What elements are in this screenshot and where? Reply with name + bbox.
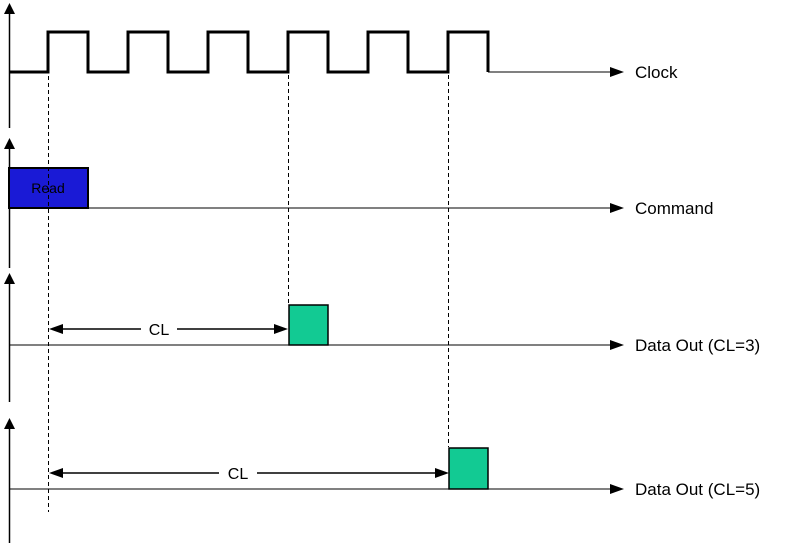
cl3-latency-span-arrow: CL (49, 322, 288, 339)
clock-label: Clock (635, 63, 678, 82)
cl5-latency-span-arrow: CL (49, 466, 449, 483)
command-label: Command (635, 199, 713, 218)
cl5-span-label: CL (228, 466, 249, 483)
right-arrow-icon (610, 67, 624, 77)
dataout-cl5-label: Data Out (CL=5) (635, 480, 760, 499)
y-axis-arrow-icon (4, 273, 15, 284)
right-arrow-icon (610, 203, 624, 213)
dataout-cl3-data-box (288, 304, 329, 346)
row-dataout-cl3: CL Data Out (CL=3) (4, 273, 760, 402)
row-clock: Clock (4, 3, 678, 128)
cl3-span-label: CL (149, 322, 170, 339)
row-command: Read Command (4, 138, 713, 268)
y-axis-arrow-icon (4, 138, 15, 149)
right-arrow-icon (610, 484, 624, 494)
clock-edge-markers (48, 75, 449, 512)
right-arrow-icon (610, 340, 624, 350)
y-axis-arrow-icon (4, 3, 15, 14)
left-arrowhead-icon (49, 324, 63, 334)
left-arrowhead-icon (49, 468, 63, 478)
clock-waveform (9, 30, 490, 74)
y-axis-arrow-icon (4, 418, 15, 429)
right-arrowhead-icon (435, 468, 449, 478)
dataout-cl5-data-box (448, 447, 489, 490)
row-dataout-cl5: CL Data Out (CL=5) (4, 418, 760, 543)
right-arrowhead-icon (274, 324, 288, 334)
dataout-cl3-label: Data Out (CL=3) (635, 336, 760, 355)
